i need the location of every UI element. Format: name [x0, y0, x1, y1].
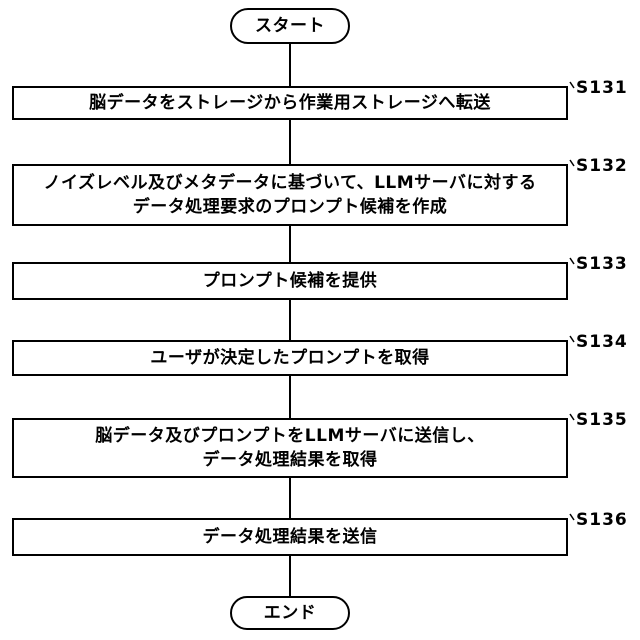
step-id-s132: S132 [576, 156, 628, 176]
step-text-s135-line1: 脳データ及びプロンプトをLLMサーバに送信し、 [95, 424, 484, 448]
leader-s135 [570, 414, 574, 420]
step-id-s136: S136 [576, 510, 628, 530]
step-box-s134: ユーザが決定したプロンプトを取得 [12, 340, 568, 376]
end-terminal: エンド [230, 596, 350, 630]
step-text-s134: ユーザが決定したプロンプトを取得 [150, 346, 429, 370]
leader-s132 [570, 160, 574, 166]
step-text-s136: データ処理結果を送信 [203, 525, 378, 549]
end-label: エンド [264, 601, 317, 625]
step-box-s135: 脳データ及びプロンプトをLLMサーバに送信し、 データ処理結果を取得 [12, 418, 568, 478]
leader-s131 [570, 82, 574, 88]
step-id-s133: S133 [576, 254, 628, 274]
step-text-s133: プロンプト候補を提供 [203, 269, 378, 293]
step-box-s131: 脳データをストレージから作業用ストレージへ転送 [12, 86, 568, 120]
step-text-s132-line2: データ処理要求のプロンプト候補を作成 [133, 195, 448, 219]
leader-s136 [570, 514, 574, 520]
step-box-s133: プロンプト候補を提供 [12, 262, 568, 300]
step-box-s136: データ処理結果を送信 [12, 518, 568, 556]
step-box-s132: ノイズレベル及びメタデータに基づいて、LLMサーバに対する データ処理要求のプロ… [12, 164, 568, 226]
start-terminal: スタート [230, 8, 350, 44]
step-id-s131: S131 [576, 78, 628, 98]
leader-s134 [570, 336, 574, 342]
step-text-s135-line2: データ処理結果を取得 [203, 448, 378, 472]
leader-s133 [570, 258, 574, 264]
step-id-s135: S135 [576, 410, 628, 430]
step-text-s132-line1: ノイズレベル及びメタデータに基づいて、LLMサーバに対する [43, 171, 536, 195]
step-id-s134: S134 [576, 332, 628, 352]
start-label: スタート [255, 14, 325, 38]
step-text-s131: 脳データをストレージから作業用ストレージへ転送 [89, 91, 491, 115]
